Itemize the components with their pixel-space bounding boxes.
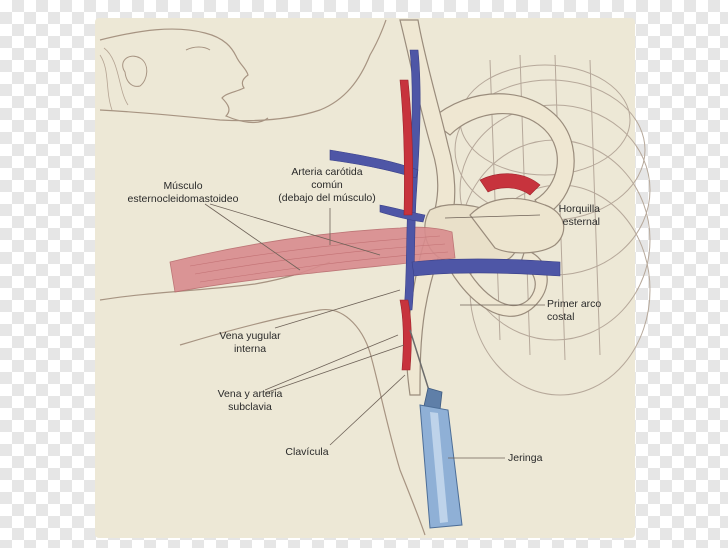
label-first-rib: Primer arco costal <box>547 298 627 324</box>
head-outline <box>99 28 269 124</box>
label-carotid-artery-line2: común <box>311 179 343 191</box>
hair-lines <box>99 47 129 111</box>
jaw-line <box>99 19 387 122</box>
carotid-artery <box>399 79 414 216</box>
leader-lines <box>204 203 545 459</box>
label-internal-jugular-vein: Vena yugular interna <box>210 330 290 356</box>
subclavian-artery <box>399 299 412 371</box>
label-first-rib-line2: costal <box>547 311 575 323</box>
clavicle-bone <box>399 19 456 396</box>
label-syringe: Jeringa <box>508 452 568 465</box>
label-sternocleidomastoid: Músculo esternocleidomastoideo <box>108 180 258 206</box>
vein-branch-upper <box>329 149 419 179</box>
label-carotid-artery: Arteria carótida común (debajo del múscu… <box>262 166 392 205</box>
label-subclavian-vessels-line1: Vena y arteria <box>217 388 283 400</box>
label-sternal-notch: Horquilla esternal <box>530 203 600 229</box>
label-subclavian-vessels: Vena y arteria subclavia <box>210 388 290 414</box>
vein-branch-mid <box>379 204 426 223</box>
aortic-arch <box>479 173 541 196</box>
syringe-highlight <box>430 412 448 523</box>
arteries <box>399 79 541 371</box>
eye-outline <box>185 46 211 51</box>
subclavian-vein <box>411 258 561 277</box>
label-clavicle-line1: Clavícula <box>285 446 329 458</box>
neck-back-line <box>179 309 426 536</box>
label-syringe-line1: Jeringa <box>508 452 543 464</box>
label-internal-jugular-vein-line2: interna <box>233 343 267 355</box>
label-first-rib-line1: Primer arco <box>547 298 602 310</box>
syringe <box>409 329 463 529</box>
label-carotid-artery-line3: (debajo del músculo) <box>278 192 376 204</box>
label-internal-jugular-vein-line1: Vena yugular <box>219 330 281 342</box>
label-carotid-artery-line1: Arteria carótida <box>291 166 363 178</box>
paper-background <box>95 18 635 538</box>
label-clavicle: Clavícula <box>272 446 342 459</box>
label-sternocleidomastoid-line2: esternocleidomastoideo <box>127 193 239 205</box>
manubrium-bone <box>469 197 565 254</box>
label-subclavian-vessels-line2: subclavia <box>228 401 272 413</box>
bones <box>399 19 575 396</box>
label-sternal-notch-line2: esternal <box>562 216 600 228</box>
label-sternal-notch-line1: Horquilla <box>558 203 600 215</box>
ear-outline <box>122 55 148 87</box>
label-sternocleidomastoid-line1: Músculo <box>163 180 203 192</box>
